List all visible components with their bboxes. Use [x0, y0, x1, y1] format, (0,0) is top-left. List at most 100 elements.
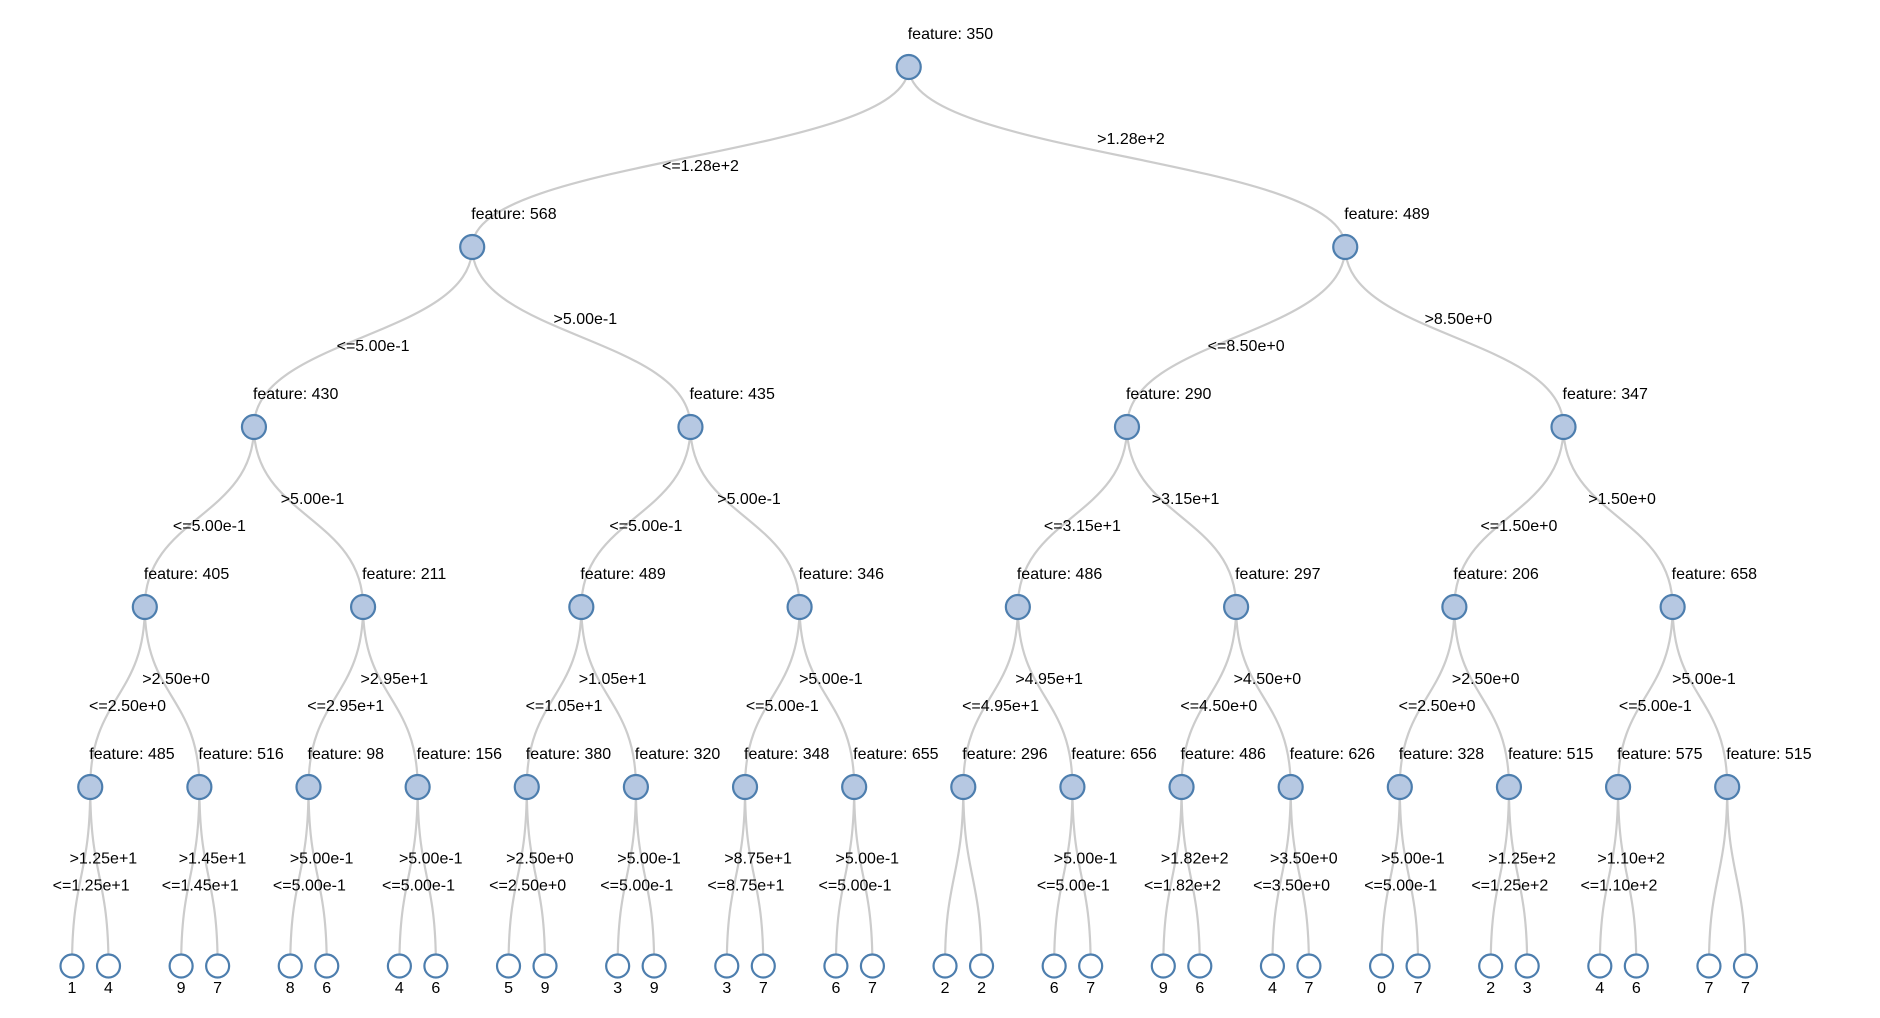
node-feature-label: feature: 297 [1235, 566, 1321, 583]
edge-threshold-label: >5.00e-1 [399, 851, 463, 868]
leaf-value-label: 6 [1050, 980, 1059, 997]
internal-node [895, 53, 922, 81]
tree-edge [616, 786, 637, 967]
leaf-node [1478, 953, 1504, 979]
leaf-value-label: 3 [613, 980, 622, 997]
tree-edge [1453, 606, 1511, 788]
leaf-value-label: 9 [650, 980, 659, 997]
node-feature-label: feature: 320 [635, 746, 721, 763]
tree-edge [180, 786, 201, 967]
internal-node [1332, 233, 1359, 261]
tree-edge [853, 786, 874, 967]
node-feature-label: feature: 515 [1508, 746, 1594, 763]
edge-threshold-label: >5.00e-1 [1672, 671, 1736, 688]
edge-threshold-label: <=5.00e-1 [337, 338, 410, 355]
tree-edge [307, 606, 365, 788]
edge-threshold-label: <=2.95e+1 [307, 698, 384, 715]
node-feature-label: feature: 656 [1071, 746, 1157, 763]
node-feature-label: feature: 430 [253, 386, 339, 403]
edge-threshold-label: <=1.45e+1 [162, 878, 239, 895]
leaf-value-label: 7 [868, 980, 877, 997]
internal-node [1113, 413, 1141, 441]
internal-node [404, 773, 431, 801]
tree-edge [1598, 786, 1620, 967]
internal-node [1441, 593, 1468, 621]
leaf-value-label: 4 [1595, 980, 1604, 997]
leaf-node [1732, 953, 1759, 979]
internal-node [1714, 773, 1741, 801]
edge-threshold-label: >2.50e+0 [1452, 671, 1520, 688]
internal-node [513, 773, 540, 801]
leaf-node [1078, 953, 1104, 979]
edge-threshold-label: >5.00e-1 [281, 491, 345, 508]
leaf-node [605, 953, 631, 979]
edge-threshold-label: >5.00e-1 [554, 311, 618, 328]
internal-node [1277, 773, 1304, 801]
tree-edge [1016, 426, 1129, 608]
leaf-value-label: 7 [1304, 980, 1313, 997]
leaf-value-label: 9 [1159, 980, 1168, 997]
edge-threshold-label: <=5.00e-1 [1037, 878, 1110, 895]
tree-edge [525, 786, 547, 967]
edge-threshold-labels: <=1.28e+2>1.28e+2<=5.00e-1>5.00e-1<=5.00… [53, 131, 1736, 895]
leaf-node [1368, 953, 1395, 979]
leaf-value-label: 6 [831, 980, 840, 997]
leaf-node [1405, 953, 1431, 979]
tree-edge [1016, 606, 1074, 788]
node-feature-label: feature: 568 [471, 206, 556, 223]
leaf-value-label: 2 [1486, 980, 1495, 997]
edge-threshold-label: >4.95e+1 [1015, 671, 1083, 688]
edge-threshold-label: >4.50e+0 [1234, 671, 1302, 688]
leaf-value-label: 3 [722, 980, 731, 997]
edge-threshold-label: <=5.00e-1 [273, 878, 346, 895]
tree-edge [743, 786, 765, 967]
leaf-value-label: 6 [1632, 980, 1641, 997]
leaf-node [168, 953, 194, 979]
tree-edge [289, 786, 310, 967]
edge-threshold-label: <=5.00e-1 [382, 878, 455, 895]
leaf-node [1259, 953, 1286, 979]
node-feature-label: feature: 486 [1181, 746, 1267, 763]
edge-threshold-label: <=8.50e+0 [1208, 338, 1285, 355]
edge-threshold-label: <=1.50e+0 [1480, 518, 1557, 535]
edge-threshold-label: <=5.00e-1 [600, 878, 673, 895]
leaf-node [1587, 953, 1613, 979]
leaf-value-label: 6 [1195, 980, 1204, 997]
leaf-node [823, 953, 849, 979]
internal-node [841, 773, 868, 801]
leaf-value-label: 8 [286, 980, 295, 997]
edge-threshold-label: >8.50e+0 [1425, 311, 1493, 328]
leaf-value-label: 9 [177, 980, 186, 997]
edge-threshold-label: <=5.00e-1 [746, 698, 819, 715]
tree-edge [798, 606, 856, 788]
leaf-value-label: 7 [759, 980, 768, 997]
tree-edge [525, 606, 583, 788]
edge-threshold-label: <=2.50e+0 [89, 698, 166, 715]
node-feature-label: feature: 435 [689, 386, 775, 403]
node-feature-label: feature: 485 [89, 746, 175, 763]
edge-threshold-label: >3.15e+1 [1152, 491, 1220, 508]
internal-node [1604, 773, 1632, 801]
edge-threshold-label: <=1.05e+1 [526, 698, 603, 715]
leaf-value-label: 7 [213, 980, 222, 997]
leaf-node [641, 953, 667, 979]
leaf-value-label: 5 [504, 980, 513, 997]
edge-threshold-label: >2.95e+1 [361, 671, 429, 688]
tree-edge [580, 426, 692, 608]
tree-edge [1125, 426, 1238, 608]
internal-node [1004, 593, 1031, 621]
tree-edge [834, 786, 856, 967]
tree-edge [1180, 606, 1238, 788]
edge-threshold-label: <=5.00e-1 [173, 518, 246, 535]
leaf-node [386, 953, 412, 979]
internal-node [77, 773, 104, 801]
tree-edge [907, 66, 1347, 248]
internal-node [1495, 773, 1523, 801]
edge-threshold-label: <=5.00e-1 [819, 878, 892, 895]
edge-threshold-label: <=5.00e-1 [1619, 698, 1692, 715]
edge-threshold-label: <=3.15e+1 [1044, 518, 1121, 535]
node-feature-label: feature: 405 [144, 566, 230, 583]
internal-node [786, 593, 813, 621]
